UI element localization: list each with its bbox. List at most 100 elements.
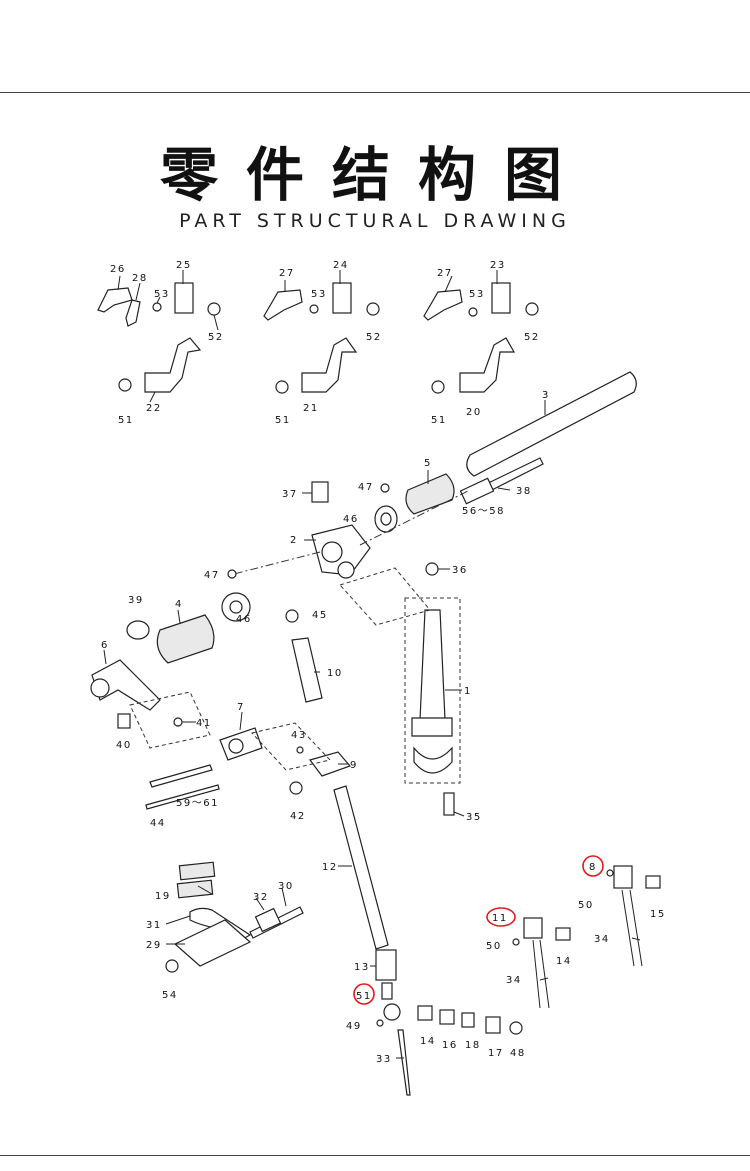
label-23: 23 bbox=[490, 260, 506, 271]
label-27b: 27 bbox=[437, 268, 453, 279]
label-19: 19 bbox=[155, 891, 171, 902]
screw-41 bbox=[173, 717, 183, 727]
highlight-8 bbox=[582, 855, 604, 877]
label-29: 29 bbox=[146, 940, 162, 951]
rod-1 bbox=[419, 609, 446, 721]
screw-51c bbox=[431, 380, 445, 394]
title-chinese: 零件结构图 bbox=[159, 141, 590, 209]
screw-50a bbox=[512, 938, 520, 946]
guide-14b bbox=[555, 927, 571, 941]
needle-bar-12 bbox=[333, 785, 389, 950]
plate-19b bbox=[176, 879, 214, 899]
block-23 bbox=[491, 282, 511, 314]
label-4: 4 bbox=[175, 599, 183, 610]
pin-56 bbox=[459, 477, 495, 505]
lever-20 bbox=[459, 337, 516, 393]
spring-28 bbox=[125, 299, 141, 327]
block-25 bbox=[174, 282, 194, 314]
label-24: 24 bbox=[333, 260, 349, 271]
label-9: 9 bbox=[350, 760, 358, 771]
label-37: 37 bbox=[282, 489, 298, 500]
label-26: 26 bbox=[110, 264, 126, 275]
group-left-levers bbox=[97, 282, 221, 393]
top-rule bbox=[0, 92, 750, 93]
needle-bar-crank-assembly bbox=[145, 609, 352, 810]
screw-50b bbox=[606, 869, 614, 877]
stud-51d bbox=[381, 982, 393, 1000]
needle-holder-11 bbox=[512, 917, 571, 1009]
label-31: 31 bbox=[146, 920, 162, 931]
label-52b: 52 bbox=[366, 332, 382, 343]
label-59: 59～61 bbox=[176, 798, 219, 809]
bushing-5 bbox=[405, 473, 455, 515]
pin-44 bbox=[145, 784, 220, 810]
group-right-levers bbox=[423, 282, 539, 394]
screw-52 bbox=[207, 302, 221, 316]
screw-54 bbox=[165, 959, 179, 973]
leader-lines bbox=[103, 270, 641, 1059]
cap-1 bbox=[413, 746, 453, 774]
label-10: 10 bbox=[327, 668, 343, 679]
connecting-rod-1 bbox=[339, 562, 461, 816]
label-50b: 50 bbox=[578, 900, 594, 911]
nut-16 bbox=[439, 1009, 455, 1025]
label-51b: 51 bbox=[275, 415, 291, 426]
highlight-11 bbox=[486, 907, 516, 927]
label-33: 33 bbox=[376, 1054, 392, 1065]
parts-exploded-drawing: 26 28 25 53 52 51 22 27 24 53 52 51 21 2… bbox=[90, 260, 664, 1096]
label-38: 38 bbox=[516, 486, 532, 497]
nut-40 bbox=[117, 713, 131, 729]
screw-49 bbox=[376, 1019, 384, 1027]
bushing-13 bbox=[375, 949, 397, 981]
label-11: 11 bbox=[492, 913, 508, 924]
label-56: 56～58 bbox=[462, 506, 505, 517]
screw-47b bbox=[227, 569, 237, 579]
label-6: 6 bbox=[101, 640, 109, 651]
label-3: 3 bbox=[542, 390, 550, 401]
label-30: 30 bbox=[278, 881, 294, 892]
label-14b: 14 bbox=[556, 956, 572, 967]
needle-33 bbox=[397, 1029, 411, 1096]
label-27a: 27 bbox=[279, 268, 295, 279]
main-shaft-assembly bbox=[229, 371, 637, 579]
label-53c: 53 bbox=[469, 289, 485, 300]
needle-holder-8 bbox=[606, 865, 661, 967]
label-41: 41 bbox=[196, 718, 212, 729]
part-labels: 26 28 25 53 52 51 22 27 24 53 52 51 21 2… bbox=[101, 260, 664, 1065]
label-35: 35 bbox=[466, 812, 482, 823]
label-34b: 34 bbox=[594, 934, 610, 945]
plate-26 bbox=[97, 287, 133, 313]
spring-17 bbox=[485, 1016, 501, 1034]
label-46a: 46 bbox=[343, 514, 359, 525]
label-36: 36 bbox=[452, 565, 468, 576]
label-34a: 34 bbox=[506, 975, 522, 986]
label-52a: 52 bbox=[208, 332, 224, 343]
screw-52c bbox=[525, 302, 539, 316]
screw-47a bbox=[380, 483, 390, 493]
screw-43 bbox=[296, 746, 304, 754]
plate-27a bbox=[263, 289, 303, 321]
shaft-3 bbox=[466, 371, 637, 477]
label-2: 2 bbox=[290, 535, 298, 546]
group-middle-levers bbox=[263, 282, 380, 394]
crank-9 bbox=[308, 751, 352, 777]
pin-10 bbox=[291, 637, 323, 703]
left-assembly bbox=[90, 569, 251, 749]
screw-45 bbox=[285, 609, 299, 623]
label-43: 43 bbox=[291, 730, 307, 741]
washer-39 bbox=[126, 620, 150, 640]
title-english: PART STRUCTURAL DRAWING bbox=[179, 210, 571, 232]
label-8: 8 bbox=[589, 862, 597, 873]
collar-32 bbox=[254, 907, 282, 933]
label-48: 48 bbox=[510, 1048, 526, 1059]
label-12: 12 bbox=[322, 862, 338, 873]
guide-14a bbox=[417, 1005, 433, 1021]
holder-11 bbox=[523, 917, 543, 939]
label-16: 16 bbox=[442, 1040, 458, 1051]
screw-48 bbox=[509, 1021, 523, 1035]
bushing-4 bbox=[156, 614, 215, 664]
label-5: 5 bbox=[424, 458, 432, 469]
lever-21 bbox=[301, 337, 358, 393]
label-47a: 47 bbox=[358, 482, 374, 493]
label-18: 18 bbox=[465, 1040, 481, 1051]
